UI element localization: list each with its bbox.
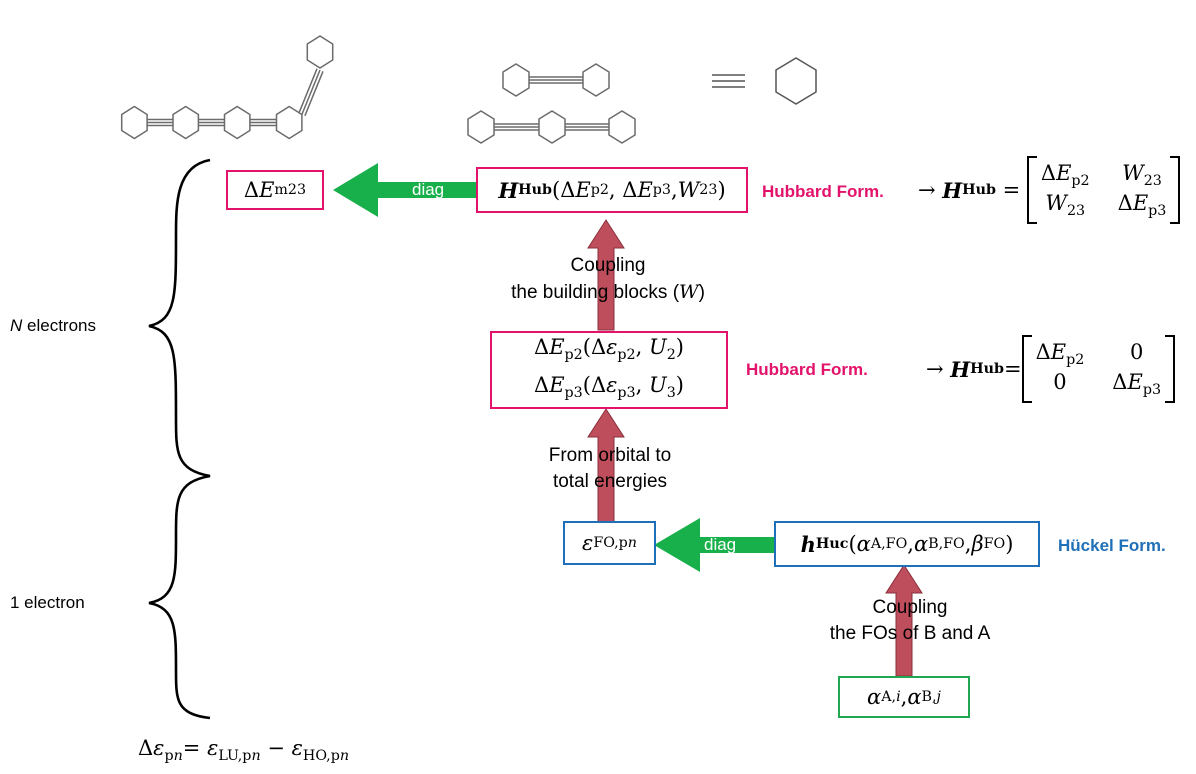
matrix-middle-left-bracket	[1021, 335, 1032, 403]
matrix-middle-arrow: →	[926, 357, 951, 381]
arrow-coupling-blocks	[587, 219, 625, 331]
matrix-top-cell-21: W23	[1045, 191, 1086, 220]
matrix-middle-cell-12: 0	[1129, 339, 1144, 364]
curly-brace-icon	[148, 158, 211, 720]
coupling-fos-line2: the FOs of B and A	[829, 623, 991, 644]
hubbard-form-label-middle: Hubbard Form.	[746, 360, 868, 379]
coupling-blocks-line1: Coupling	[570, 255, 646, 276]
benzene-ring-icon	[775, 57, 817, 105]
orbital-line1: From orbital to	[548, 445, 672, 466]
coupling-fos-line1: Coupling	[872, 597, 948, 618]
n-electrons-text: electrons	[22, 316, 96, 335]
diag-label-top: diag	[412, 180, 445, 199]
arrow-orbital-to-total	[587, 408, 625, 523]
matrix-top-cell-11: ΔEp2	[1040, 160, 1090, 189]
coupling-blocks-variable: W	[679, 281, 699, 303]
n-electrons-prefix: N	[10, 316, 23, 335]
coupling-blocks-line2: the building blocks (	[511, 282, 680, 303]
coupling-fos-note: Coupling the FOs of B and A	[800, 595, 1020, 647]
matrix-top-arrow: →	[918, 178, 943, 202]
matrix-top-cell-12: W23	[1122, 160, 1162, 189]
gap-definition-equation: Δεpn= εLU,pn − εHO,pn	[138, 736, 350, 765]
matrix-top-cell-22: ΔEp3	[1117, 191, 1167, 220]
diag-arrow-bottom	[654, 518, 774, 572]
orbital-line2: total energies	[552, 471, 668, 492]
arrow-coupling-fos	[885, 564, 923, 677]
matrix-top-right-bracket	[1170, 156, 1181, 224]
orbital-to-total-note: From orbital to total energies	[500, 443, 720, 495]
n-electrons-label: N electrons	[10, 316, 96, 336]
matrix-middle-cell-22: ΔEp3	[1112, 370, 1162, 399]
molecule-structures	[120, 35, 636, 144]
matrix-middle-cell-11: ΔEp2	[1035, 339, 1085, 368]
coupling-blocks-note: Coupling the building blocks (W)	[480, 253, 736, 306]
delta-e-pn-box: ΔEp2(Δεp2, U2) ΔEp3(Δεp3, U3)	[490, 331, 728, 409]
triple-bond-equals-icon	[712, 74, 745, 88]
hubbard-form-label-top: Hubbard Form.	[762, 182, 884, 201]
diag-arrow-top	[333, 163, 485, 217]
diag-label-bottom: diag	[704, 535, 737, 554]
matrix-middle-cell-21: 0	[1053, 370, 1067, 394]
matrix-middle-right-bracket	[1165, 335, 1176, 403]
matrix-top-left-bracket	[1026, 156, 1037, 224]
huckel-form-label: Hückel Form.	[1058, 536, 1166, 555]
one-electron-label: 1 electron	[10, 593, 85, 612]
coupling-blocks-close: )	[698, 282, 705, 303]
